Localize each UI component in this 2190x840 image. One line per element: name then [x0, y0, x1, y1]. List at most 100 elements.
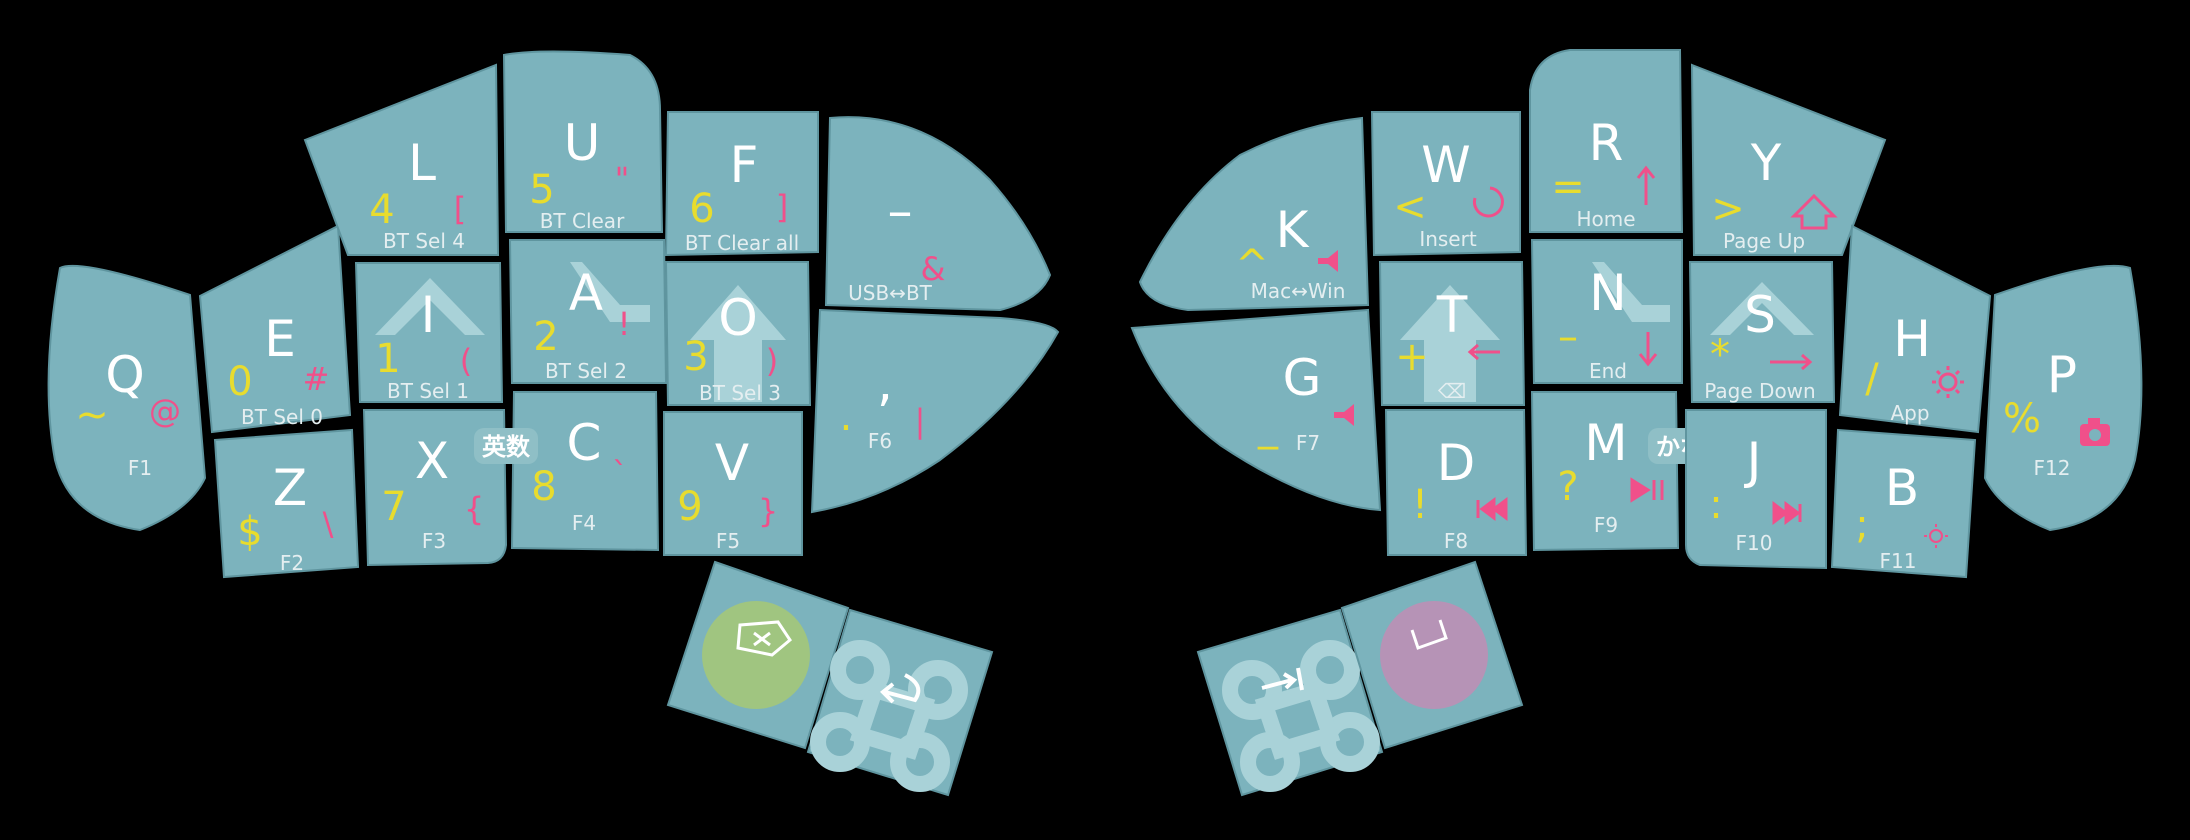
key-g-sym1: _ [1257, 404, 1279, 450]
key-y-label: Y [1750, 134, 1782, 192]
key-l[interactable] [303, 63, 500, 256]
key-v-sym1: 9 [677, 484, 702, 530]
caps-arrow-icon [690, 285, 786, 402]
eisu-label: 英数 [482, 433, 531, 461]
key-d-sub: F8 [1444, 529, 1468, 553]
key-g[interactable] [1130, 308, 1382, 512]
key-o-label: O [718, 289, 757, 347]
space-circle [1380, 601, 1488, 709]
key-f[interactable] [664, 111, 819, 257]
key-d-sym1: ! [1412, 482, 1428, 528]
key-y-sym1: > [1711, 186, 1745, 232]
key-j-sub: F10 [1736, 531, 1773, 555]
key-i-sym2: ( [460, 342, 472, 380]
key-w-label: W [1421, 136, 1470, 194]
command-icon-right [1222, 640, 1380, 792]
key-j[interactable] [1685, 409, 1827, 570]
key-r[interactable] [1529, 49, 1684, 233]
tab-icon [1261, 667, 1304, 691]
key-p[interactable] [1983, 264, 2143, 532]
key-t-label: T [1436, 286, 1468, 344]
volume-up-icon [1318, 250, 1338, 272]
key-i[interactable] [354, 262, 504, 403]
key-minus[interactable] [824, 116, 1052, 312]
key-o-sym1: 3 [683, 334, 708, 380]
key-s-sub: Page Down [1704, 379, 1815, 403]
key-k-label: K [1276, 201, 1310, 259]
eisu-badge [474, 428, 538, 464]
key-h-label: H [1893, 310, 1931, 368]
key-k[interactable] [1138, 116, 1370, 312]
key-r-sym1: = [1551, 164, 1585, 210]
key-n[interactable] [1530, 239, 1683, 384]
key-k-sym1: ^ [1235, 242, 1269, 288]
key-n-sym1: – [1558, 314, 1578, 360]
key-u[interactable] [502, 50, 664, 233]
key-h[interactable] [1838, 224, 1992, 434]
key-a-sym1: 2 [533, 314, 558, 360]
camera-icon [2080, 418, 2110, 446]
key-x[interactable] [362, 409, 508, 567]
key-f-sym2: ] [776, 188, 788, 226]
key-s[interactable] [1688, 261, 1836, 403]
key-v-label: V [715, 434, 749, 492]
key-z[interactable] [213, 428, 360, 579]
key-p-sub: F12 [2034, 456, 2071, 480]
key-o-sub: BT Sel 3 [699, 381, 781, 405]
key-v[interactable] [663, 411, 803, 556]
key-l-sym1: 4 [369, 187, 394, 233]
key-u-sub: BT Clear [540, 209, 625, 233]
key-e[interactable] [198, 224, 352, 434]
key-m[interactable] [1530, 391, 1680, 552]
key-z-sym2: \ [323, 505, 334, 543]
key-r-label: R [1589, 114, 1624, 172]
next-track-icon [1772, 501, 1802, 525]
key-u-sym1: 5 [529, 167, 554, 213]
key-minus-sym2: & [921, 250, 946, 288]
key-g-sub: F7 [1296, 431, 1320, 455]
arrow-up-icon [1636, 165, 1656, 205]
previous-track-icon [1476, 497, 1508, 521]
key-f-sym1: 6 [689, 186, 714, 232]
key-d[interactable] [1384, 409, 1528, 556]
key-t-sym1: + [1395, 334, 1429, 380]
key-w-sym1: < [1393, 184, 1427, 230]
key-f-sub: BT Clear all [685, 231, 799, 255]
return-icon [880, 673, 921, 704]
key-x-sym2: { [464, 490, 484, 528]
key-a-label: A [569, 264, 603, 322]
key-b-sub: F11 [1880, 549, 1917, 573]
brightness-down-icon [1924, 524, 1948, 548]
key-w-sub: Insert [1419, 227, 1477, 251]
arrow-down-icon [1638, 332, 1658, 367]
key-i-sym1: 1 [375, 336, 400, 382]
key-comma-sym1: . [840, 394, 853, 440]
key-a-sym2: ! [618, 305, 631, 343]
key-r-sub: Home [1576, 207, 1635, 231]
key-q-sym1: ~ [75, 392, 109, 438]
key-o-sym2: ) [766, 342, 778, 380]
key-q-label: Q [105, 346, 144, 404]
key-l-sub: BT Sel 4 [383, 229, 465, 253]
key-g-label: G [1283, 349, 1322, 407]
key-a[interactable] [508, 239, 668, 384]
page-up-icon [1790, 193, 1838, 230]
key-v-sym2: } [758, 492, 778, 530]
key-y[interactable] [1690, 63, 1887, 256]
space-icon [1410, 619, 1448, 650]
key-i-label: I [421, 286, 436, 344]
key-n-sub: End [1589, 359, 1627, 383]
key-w[interactable] [1370, 111, 1521, 257]
key-comma[interactable] [810, 308, 1060, 514]
key-p-label: P [2047, 346, 2077, 404]
key-q[interactable] [47, 264, 207, 532]
arrow-right-icon [1770, 353, 1813, 371]
key-i-sub: BT Sel 1 [387, 379, 469, 403]
key-c-label: C [567, 414, 602, 472]
play-pause-icon [1630, 477, 1664, 503]
key-c[interactable] [510, 391, 660, 552]
key-z-sub: F2 [280, 551, 304, 575]
key-k-sub: Mac↔Win [1251, 279, 1346, 303]
key-comma-sym2: | [915, 402, 926, 440]
